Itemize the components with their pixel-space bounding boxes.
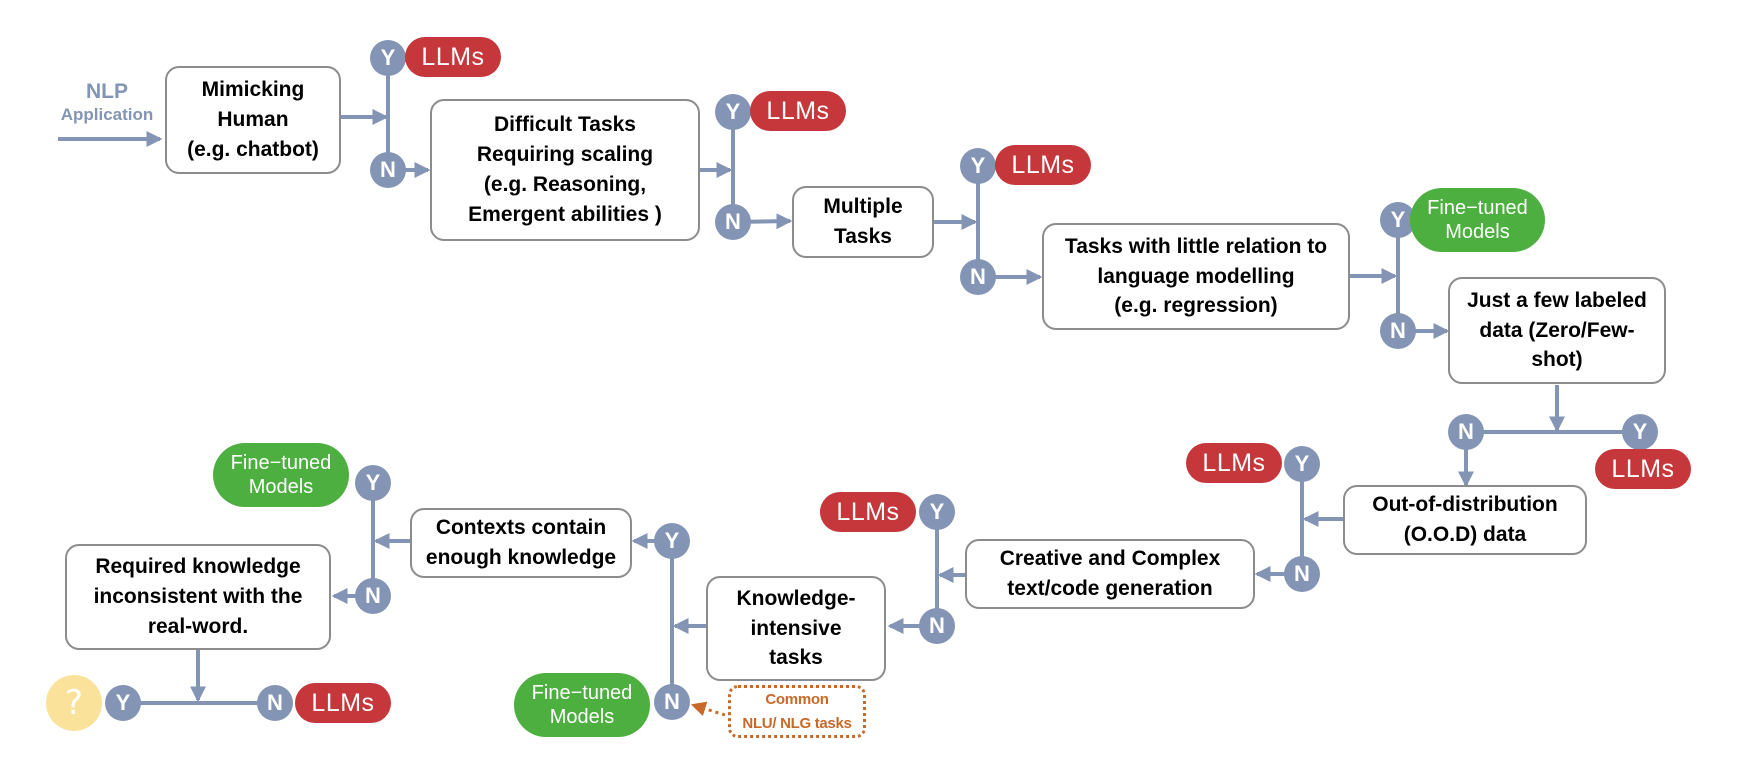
decision-7-no-node: N: [919, 608, 955, 644]
fine-tuned-pill-2-text: Fine−tuned Models: [531, 681, 633, 728]
fine-tuned-pill-2: Fine−tuned Models: [514, 673, 650, 737]
start-subtitle: Application: [60, 105, 154, 124]
llms-pill-7: LLMs: [295, 683, 391, 723]
decision-3-yes-node: Y: [960, 148, 996, 184]
fine-tuned-pill-3: Fine−tuned Models: [213, 443, 349, 507]
box-difficult-tasks: Difficult Tasks Requiring scaling (e.g. …: [430, 99, 700, 241]
decision-3-no-node: N: [960, 259, 996, 295]
box-knowledge-intensive: Knowledge- intensive tasks: [706, 576, 886, 681]
llms-pill-5-text: LLMs: [1202, 448, 1266, 477]
llms-pill-3-text: LLMs: [1011, 150, 1075, 179]
llms-pill-2: LLMs: [750, 91, 846, 131]
box-creative-generation: Creative and Complex text/code generatio…: [965, 539, 1255, 609]
fine-tuned-pill-1-text: Fine−tuned Models: [1427, 196, 1528, 243]
box-contexts-knowledge: Contexts contain enough knowledge: [410, 508, 632, 578]
common-tasks-note-text: Common NLU/ NLG tasks: [742, 691, 852, 732]
decision-6-no-node: N: [1284, 556, 1320, 592]
decision-7-yes-node: Y: [919, 494, 955, 530]
decision-1-no-node: N: [370, 152, 406, 188]
box-difficult-tasks-text: Difficult Tasks Requiring scaling (e.g. …: [468, 113, 662, 226]
llms-pill-1: LLMs: [405, 37, 501, 77]
decision-8-yes-node: Y: [654, 523, 690, 559]
decision-2-no-node: N: [715, 204, 751, 240]
box-few-labeled-text: Just a few labeled data (Zero/Few- shot): [1467, 288, 1647, 372]
box-few-labeled: Just a few labeled data (Zero/Few- shot): [1448, 277, 1666, 384]
box-knowledge-intensive-text: Knowledge- intensive tasks: [736, 586, 856, 670]
decision-10-no-node: N: [257, 685, 293, 721]
llms-pill-6-text: LLMs: [836, 497, 900, 526]
decision-5-yes-node: Y: [1622, 414, 1658, 450]
box-inconsistent-knowledge-text: Required knowledge inconsistent with the…: [93, 555, 303, 638]
decision-2-yes-node: Y: [715, 94, 751, 130]
fine-tuned-pill-1: Fine−tuned Models: [1410, 188, 1545, 252]
box-little-relation: Tasks with little relation to language m…: [1042, 223, 1350, 330]
question-mark-icon: ?: [46, 675, 102, 731]
decision-5-no-node: N: [1448, 414, 1484, 450]
llms-pill-4: LLMs: [1595, 449, 1691, 489]
decision-10-yes-node: Y: [105, 685, 141, 721]
fine-tuned-pill-3-text: Fine−tuned Models: [230, 451, 332, 498]
box-multiple-tasks: Multiple Tasks: [792, 186, 934, 258]
llms-pill-7-text: LLMs: [311, 688, 375, 717]
common-tasks-note: Common NLU/ NLG tasks: [728, 685, 866, 738]
decision-1-yes-node: Y: [370, 40, 406, 76]
llms-pill-6: LLMs: [820, 492, 916, 532]
box-inconsistent-knowledge: Required knowledge inconsistent with the…: [65, 544, 331, 650]
box-little-relation-text: Tasks with little relation to language m…: [1064, 234, 1328, 318]
llms-pill-1-text: LLMs: [421, 42, 485, 71]
llms-pill-5: LLMs: [1186, 443, 1282, 483]
box-contexts-knowledge-text: Contexts contain enough knowledge: [425, 516, 617, 569]
decision-6-yes-node: Y: [1284, 446, 1320, 482]
decision-9-no-node: N: [355, 578, 391, 614]
box-mimicking-human: Mimicking Human (e.g. chatbot): [165, 66, 341, 174]
decision-4-no-node: N: [1380, 313, 1416, 349]
box-multiple-tasks-text: Multiple Tasks: [823, 195, 903, 248]
decision-8-no-node: N: [654, 684, 690, 720]
llms-pill-2-text: LLMs: [766, 96, 830, 125]
box-creative-generation-text: Creative and Complex text/code generatio…: [999, 547, 1221, 600]
nlp-application-label: NLP Application: [52, 80, 162, 126]
llms-pill-4-text: LLMs: [1611, 454, 1675, 483]
box-ood-data-text: Out-of-distribution (O.O.D) data: [1372, 493, 1558, 546]
box-mimicking-human-text: Mimicking Human (e.g. chatbot): [187, 78, 319, 161]
llms-pill-3: LLMs: [995, 145, 1091, 185]
decision-9-yes-node: Y: [355, 465, 391, 501]
start-title: NLP: [86, 80, 128, 103]
box-ood-data: Out-of-distribution (O.O.D) data: [1343, 485, 1587, 555]
